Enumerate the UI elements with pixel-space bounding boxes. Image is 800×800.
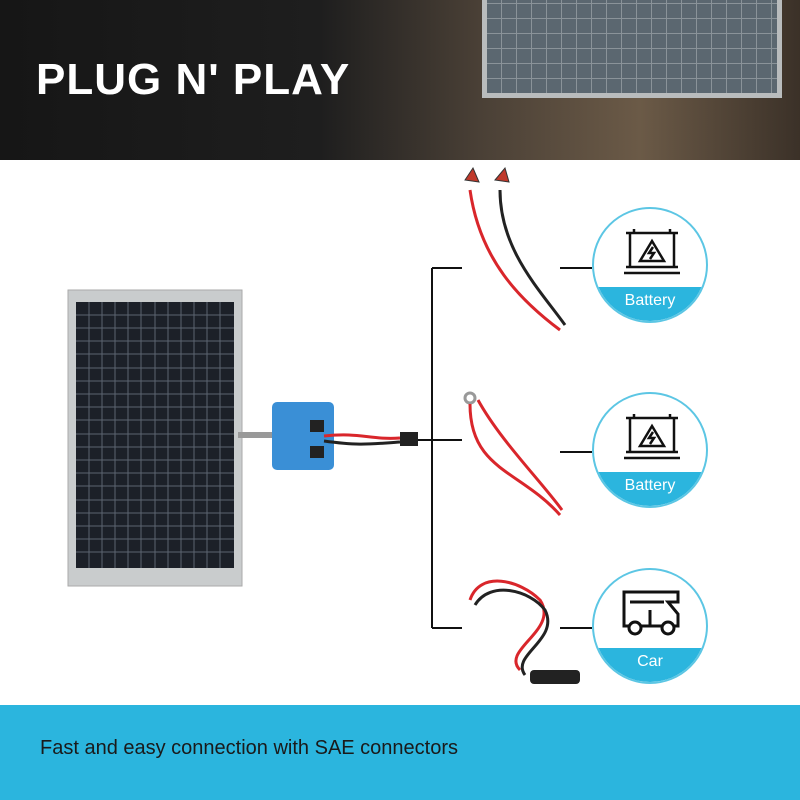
header-solar-panel-photo — [482, 0, 782, 98]
ring-terminal-cable — [463, 391, 564, 516]
page-title: PLUG N' PLAY — [36, 55, 351, 104]
output-battery-1: Battery — [592, 207, 708, 323]
solar-panel — [67, 289, 243, 587]
output-label: Battery — [594, 472, 706, 506]
footer-caption: Fast and easy connection with SAE connec… — [40, 737, 459, 759]
cigarette-plug-cable — [468, 579, 580, 684]
branch-lines — [418, 267, 592, 629]
battery-icon — [624, 414, 680, 460]
output-label: Car — [594, 648, 706, 682]
battery-icon — [624, 229, 680, 275]
charge-controller — [238, 402, 334, 470]
header-banner: PLUG N' PLAY — [0, 0, 800, 160]
rv-icon — [622, 590, 680, 636]
alligator-clip-cable — [464, 166, 567, 332]
output-battery-2: Battery — [592, 392, 708, 508]
footer-banner: Fast and easy connection with SAE connec… — [0, 705, 800, 800]
output-label: Battery — [594, 287, 706, 321]
sae-cable — [323, 432, 418, 446]
output-car: Car — [592, 568, 708, 684]
